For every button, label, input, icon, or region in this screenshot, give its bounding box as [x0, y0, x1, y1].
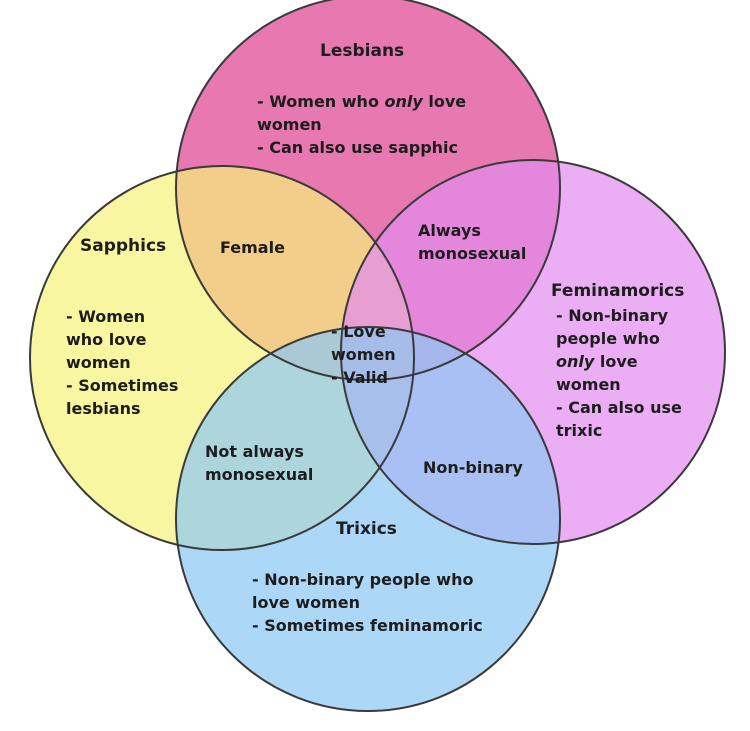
sapphics-outline	[29, 165, 415, 551]
sapphics-line-4: - Sometimes	[66, 376, 179, 395]
overlap-always-monosexual-line-1: Always	[418, 221, 481, 240]
overlap-always-monosexual-label: Always monosexual	[418, 219, 526, 265]
trixics-line-1: - Non-binary people who	[252, 570, 474, 589]
trixics-line-2: love women	[252, 593, 361, 612]
sapphics-line-5: lesbians	[66, 399, 141, 418]
sapphics-line-1: - Women	[66, 307, 146, 326]
sapphics-line-3: women	[66, 353, 131, 372]
trixics-description: - Non-binary people who love women - Som…	[252, 568, 483, 637]
lesbians-title: Lesbians	[320, 41, 405, 61]
lesbians-description: - Women who only love women - Can also u…	[257, 90, 466, 159]
sapphics-description: - Women who love women - Sometimes lesbi…	[66, 305, 178, 420]
overlap-female-label: Female	[220, 238, 285, 257]
feminamorics-line-4: women	[556, 375, 621, 394]
sapphics-title: Sapphics	[80, 236, 167, 256]
feminamorics-description: - Non-binary people who only love women …	[556, 304, 682, 442]
center-line-2: women	[331, 345, 396, 364]
overlap-always-monosexual-line-2: monosexual	[418, 244, 527, 263]
overlap-not-always-monosexual-line-1: Not always	[205, 442, 304, 461]
center-line-1: - Love	[331, 322, 386, 341]
feminamorics-title: Feminamorics	[551, 281, 685, 301]
lesbians-line-1: - Women who only love	[257, 92, 467, 111]
sapphics-line-2: who love	[66, 330, 147, 349]
feminamorics-line-2: people who	[556, 329, 660, 348]
lesbians-line-2: women	[257, 115, 322, 134]
lesbians-outline	[175, 0, 561, 381]
feminamorics-line-1: - Non-binary	[556, 306, 669, 325]
lesbians-line-3: - Can also use sapphic	[257, 138, 458, 157]
center-overlap-label: - Love women - Valid	[331, 320, 396, 389]
overlap-not-always-monosexual-line-2: monosexual	[205, 465, 314, 484]
trixics-line-3: - Sometimes feminamoric	[252, 616, 483, 635]
feminamorics-line-6: trixic	[556, 421, 603, 440]
overlap-not-always-monosexual-label: Not always monosexual	[205, 440, 313, 486]
center-line-3: - Valid	[331, 368, 388, 387]
trixics-title: Trixics	[336, 519, 397, 539]
overlap-non-binary-label: Non-binary	[423, 458, 523, 477]
feminamorics-line-5: - Can also use	[556, 398, 682, 417]
trixics-circle	[176, 327, 560, 711]
feminamorics-line-3: only love	[556, 352, 638, 371]
feminamorics-outline	[340, 159, 726, 545]
trixics-outline	[175, 326, 561, 712]
